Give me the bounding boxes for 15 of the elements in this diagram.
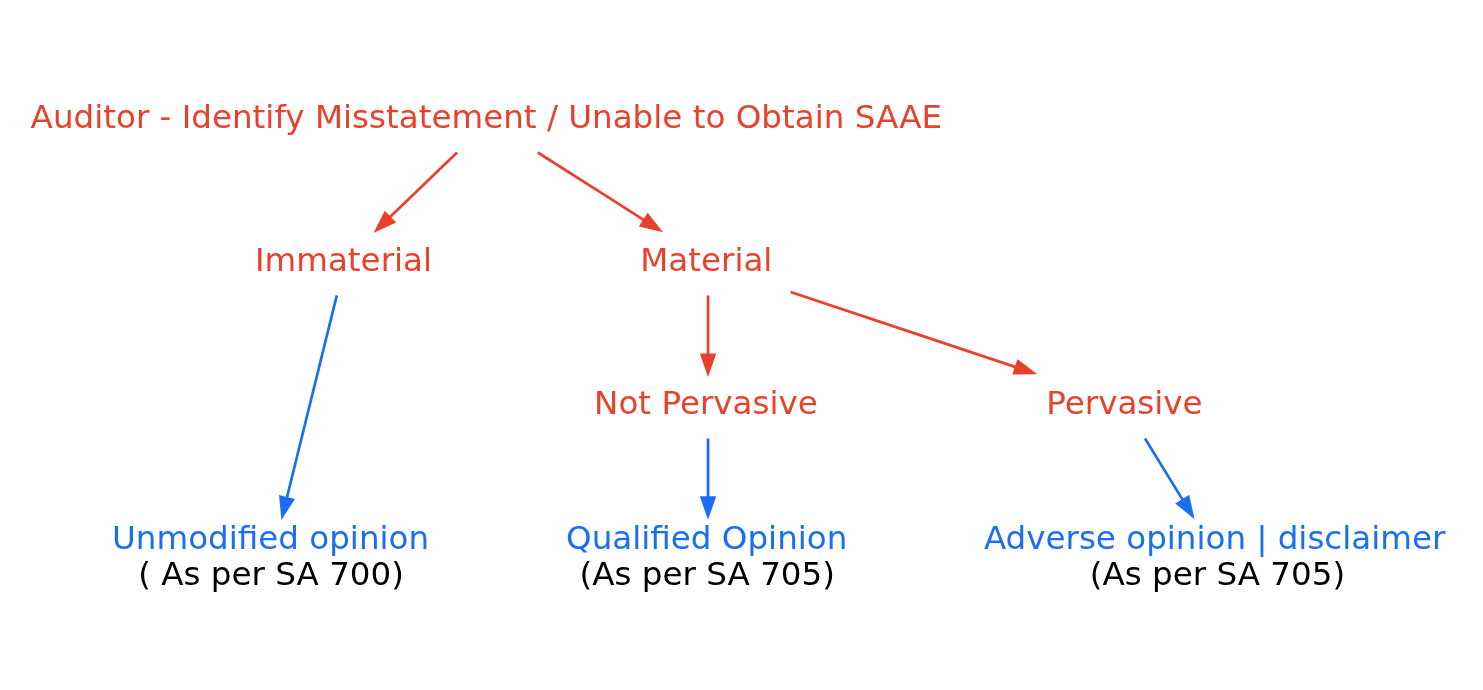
node-text: Adverse opinion | disclaimer (As per SA 705): [983, 519, 1446, 594]
arrow: [373, 151, 458, 233]
node-text: Unmodified opinion ( As per SA 700): [112, 519, 430, 594]
node-text: Not Pervasive: [594, 383, 818, 422]
node-text: Qualified Opinion (As per SA 705): [566, 519, 848, 594]
node-text: Pervasive: [1046, 383, 1203, 422]
node-text: Material: [640, 240, 773, 279]
arrow: [1143, 437, 1195, 520]
arrow: [279, 295, 339, 520]
node-text: Immaterial: [254, 240, 433, 279]
arrow: [699, 295, 717, 378]
arrow: [699, 438, 717, 520]
arrow: [537, 151, 664, 233]
node-text: Auditor - Identify Misstatement / Unable to Obtain SAAE: [30, 97, 942, 136]
arrow: [790, 290, 1038, 375]
